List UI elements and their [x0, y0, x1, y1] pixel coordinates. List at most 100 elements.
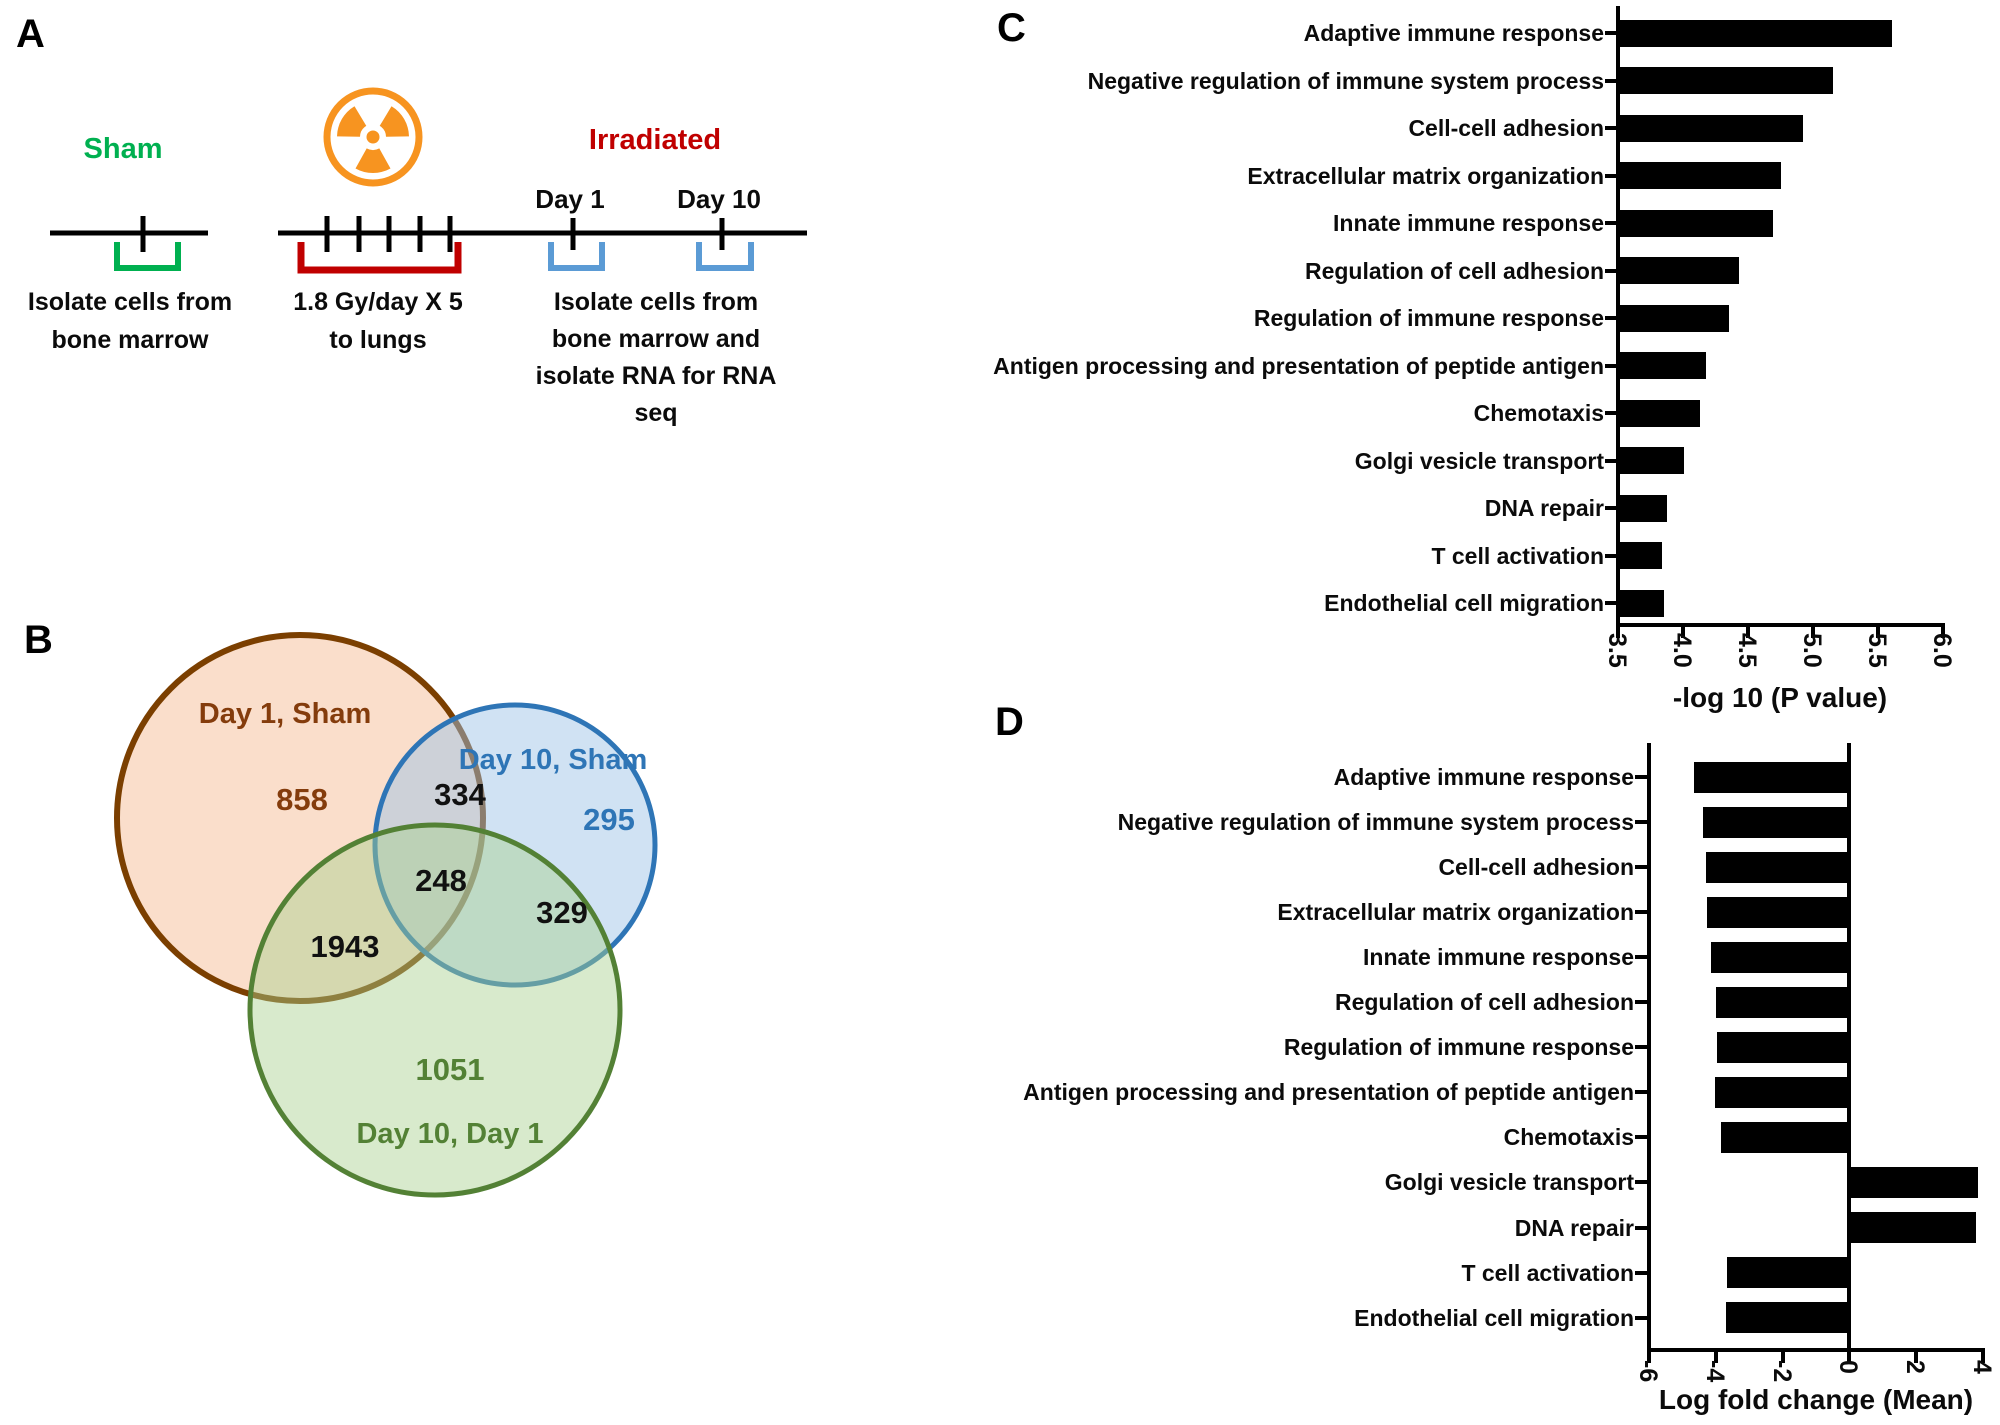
irradiated-caption-line3: isolate RNA for RNA	[535, 362, 777, 390]
category-label: Antigen processing and presentation of p…	[1023, 1079, 1634, 1106]
category-label: T cell activation	[1431, 542, 1604, 569]
x-axis-tick-label: 6.0	[1928, 633, 1956, 668]
category-tick	[1635, 820, 1648, 825]
category-label: Regulation of cell adhesion	[1304, 257, 1604, 284]
x-axis-tick-label: 4.0	[1668, 633, 1696, 668]
category-tick	[1635, 1315, 1648, 1320]
category-label: Cell-cell adhesion	[1408, 115, 1604, 141]
irradiated-timeline	[278, 216, 807, 274]
x-axis-tick-label: 4	[1968, 1360, 1996, 1374]
dose-caption-line2: to lungs	[329, 326, 427, 354]
sham-caption-line2: bone marrow	[51, 326, 209, 354]
bar	[1618, 447, 1685, 474]
category-tick	[1635, 1270, 1648, 1275]
category-tick	[1605, 31, 1618, 35]
bar	[1706, 896, 1850, 928]
bar	[1711, 941, 1850, 973]
sham-caption-line1: Isolate cells from	[27, 288, 233, 316]
category-tick	[1605, 506, 1618, 510]
x-axis-tick	[1780, 1352, 1785, 1363]
bar	[1717, 1031, 1850, 1063]
venn-count-day10sham-day10day1: 329	[536, 895, 588, 930]
bar	[1849, 1166, 1978, 1198]
radiation-icon	[323, 87, 423, 187]
x-axis-tick	[1914, 1352, 1919, 1363]
x-axis-tick	[1847, 1352, 1852, 1363]
bar	[1618, 114, 1803, 142]
dose-bracket	[297, 242, 462, 274]
category-label: Innate immune response	[1333, 210, 1604, 236]
bar	[1618, 352, 1707, 379]
sham-bracket	[114, 242, 181, 271]
venn-circle-day10-day1	[247, 822, 623, 1198]
venn-set-name-day10-day1: Day 10, Day 1	[356, 1118, 544, 1150]
venn-count-day1sham-day10day1: 1943	[310, 929, 380, 964]
x-axis-tick	[1811, 627, 1815, 638]
x-axis-tick-label: 5.0	[1798, 633, 1826, 668]
category-label: Extracellular matrix organization	[1277, 899, 1634, 926]
bar	[1618, 494, 1668, 522]
category-tick	[1635, 1225, 1648, 1230]
category-tick	[1605, 363, 1618, 368]
bar	[1849, 1212, 1976, 1243]
x-axis-tick-label: 5.5	[1863, 633, 1891, 668]
category-tick	[1605, 411, 1618, 415]
category-label: Extracellular matrix organization	[1247, 162, 1604, 189]
category-label: Negative regulation of immune system pro…	[1087, 67, 1604, 94]
category-tick	[1635, 1000, 1648, 1005]
day10-bracket	[696, 242, 754, 271]
category-label: Endothelial cell migration	[1354, 1304, 1634, 1331]
panel-c-letter: C	[997, 6, 1026, 50]
bar	[1726, 1257, 1850, 1289]
panel-a-letter: A	[16, 12, 45, 56]
category-tick	[1605, 553, 1618, 558]
category-label: Golgi vesicle transport	[1354, 447, 1604, 474]
category-label: Regulation of immune response	[1283, 1034, 1634, 1061]
bar	[1715, 1076, 1850, 1108]
category-label: DNA repair	[1514, 1214, 1634, 1241]
irradiated-caption-line1: Isolate cells from	[553, 288, 759, 316]
category-label: Adaptive immune response	[1333, 764, 1634, 790]
category-label: T cell activation	[1461, 1259, 1634, 1286]
category-tick	[1635, 1135, 1648, 1140]
category-label: Cell-cell adhesion	[1438, 854, 1634, 881]
y-axis-spine	[1616, 6, 1620, 625]
category-label: Chemotaxis	[1503, 1124, 1634, 1151]
dose-caption-line1: 1.8 Gy/day X 5	[293, 288, 463, 316]
venn-set-name-day10-sham: Day 10, Sham	[458, 744, 648, 776]
sham-timeline	[50, 216, 208, 271]
category-label: Antigen processing and presentation of p…	[993, 352, 1604, 379]
irradiated-caption-line4: seq	[634, 399, 678, 427]
x-axis-tick	[1616, 627, 1620, 638]
category-tick	[1635, 1045, 1648, 1050]
bar	[1618, 19, 1893, 47]
bar	[1618, 209, 1773, 237]
category-tick	[1635, 955, 1648, 960]
x-axis-tick	[1746, 627, 1750, 638]
panel-b-letter: B	[24, 618, 53, 662]
category-label: Regulation of cell adhesion	[1334, 989, 1634, 1016]
bar	[1716, 986, 1850, 1018]
x-axis-line	[1647, 1348, 1985, 1352]
x-axis-tick-label: 0	[1834, 1360, 1863, 1374]
sham-label: Sham	[83, 133, 163, 165]
bar	[1726, 1302, 1850, 1334]
chart-c-x-axis-title: -log 10 (P value)	[1672, 682, 1888, 713]
category-label: Negative regulation of immune system pro…	[1117, 809, 1634, 836]
x-axis-tick	[1713, 1352, 1718, 1363]
category-tick	[1635, 775, 1648, 779]
chart-d-x-axis-title: Log fold change (Mean)	[1658, 1384, 1974, 1415]
bar	[1618, 257, 1739, 284]
bar	[1618, 542, 1663, 569]
x-axis-tick	[1681, 627, 1685, 638]
category-label: Innate immune response	[1363, 944, 1634, 971]
irradiated-label: Irradiated	[588, 124, 722, 156]
x-axis-tick	[1876, 627, 1880, 638]
x-axis-tick-label: 3.5	[1603, 633, 1631, 668]
category-label: Regulation of immune response	[1253, 305, 1604, 331]
x-axis-tick-label: -2	[1767, 1360, 1796, 1383]
category-tick	[1605, 78, 1618, 83]
category-tick	[1605, 458, 1618, 463]
bar	[1618, 399, 1700, 427]
